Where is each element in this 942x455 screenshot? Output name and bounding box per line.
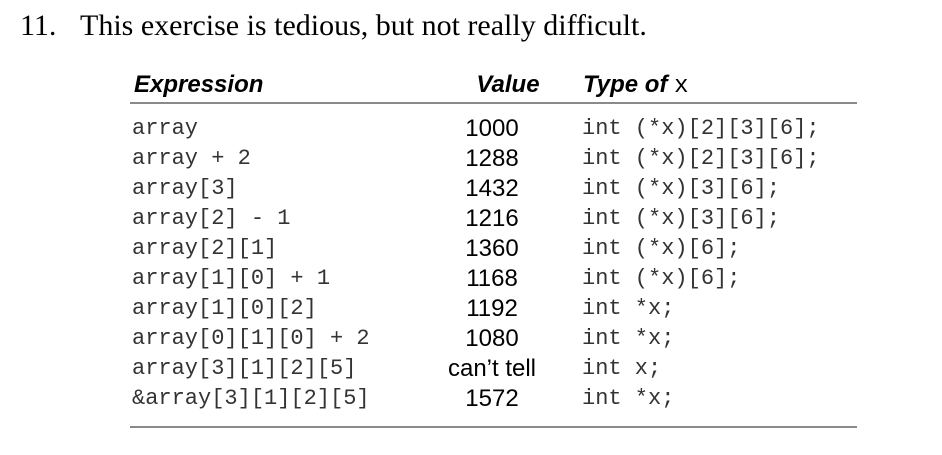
row-value: can’t tell [447, 355, 537, 382]
row-expression: array[2] - 1 [132, 206, 291, 231]
row-value: 1360 [465, 235, 519, 262]
row-value: 1000 [465, 115, 519, 142]
header-type-label: Type of [583, 71, 668, 98]
row-expression: array[1][0][2] [132, 296, 317, 321]
header-value-label: Value [476, 71, 540, 98]
row-expression: array[3] [132, 176, 238, 201]
row-type: int (*x)[2][3][6]; [582, 146, 820, 171]
row-expression: array[3][1][2][5] [132, 356, 357, 381]
row-value: 1572 [465, 385, 519, 412]
row-value: 1288 [465, 145, 519, 172]
exercise-heading: 11. This exercise is tedious, but not rea… [20, 6, 647, 46]
row-type: int (*x)[2][3][6]; [582, 116, 820, 141]
row-type: int *x; [582, 386, 675, 411]
row-expression: array[2][1] [132, 236, 278, 261]
row-type: int (*x)[6]; [582, 236, 741, 261]
row-type: int (*x)[3][6]; [582, 206, 781, 231]
table-row: array[0][1][0] + 2 1080 int *x; [130, 324, 857, 354]
header-type-var: x [674, 73, 689, 100]
row-expression: array [132, 116, 199, 141]
table-row: array[2] - 1 1216 int (*x)[3][6]; [130, 204, 857, 234]
table-row: array[3] 1432 int (*x)[3][6]; [130, 174, 857, 204]
row-type: int *x; [582, 326, 675, 351]
row-type: int x; [582, 356, 662, 381]
row-value: 1192 [466, 295, 518, 322]
row-value: 1080 [465, 325, 519, 352]
row-type: int (*x)[3][6]; [582, 176, 781, 201]
exercise-text: This exercise is tedious, but not really… [80, 9, 647, 42]
header-expression: Expression [134, 71, 264, 98]
expression-table: Expression Value Type of x array 1000 int … [130, 68, 857, 428]
table-body: array 1000 int (*x)[2][3][6]; array + 2 1288… [130, 104, 857, 428]
exercise-number: 11. [20, 9, 57, 42]
row-expression: array + 2 [132, 146, 251, 171]
table-row: &array[3][1][2][5] 1572 int *x; [130, 384, 857, 414]
table-row: array[2][1] 1360 int (*x)[6]; [130, 234, 857, 264]
row-expression: array[1][0] + 1 [132, 266, 331, 291]
table-row: array 1000 int (*x)[2][3][6]; [130, 114, 857, 144]
table-header: Expression Value Type of x [130, 68, 857, 104]
row-expression: array[0][1][0] + 2 [132, 326, 370, 351]
row-value: 1432 [465, 175, 519, 202]
row-value: 1168 [466, 265, 518, 292]
table-row: array[3][1][2][5] can’t tell int x; [130, 354, 857, 384]
row-value: 1216 [465, 205, 519, 232]
header-type: Type of x [583, 68, 689, 104]
table-row: array[1][0] + 1 1168 int (*x)[6]; [130, 264, 857, 294]
row-type: int *x; [582, 296, 675, 321]
table-row: array[1][0][2] 1192 int *x; [130, 294, 857, 324]
row-expression: &array[3][1][2][5] [132, 386, 370, 411]
table-row: array + 2 1288 int (*x)[2][3][6]; [130, 144, 857, 174]
row-type: int (*x)[6]; [582, 266, 741, 291]
